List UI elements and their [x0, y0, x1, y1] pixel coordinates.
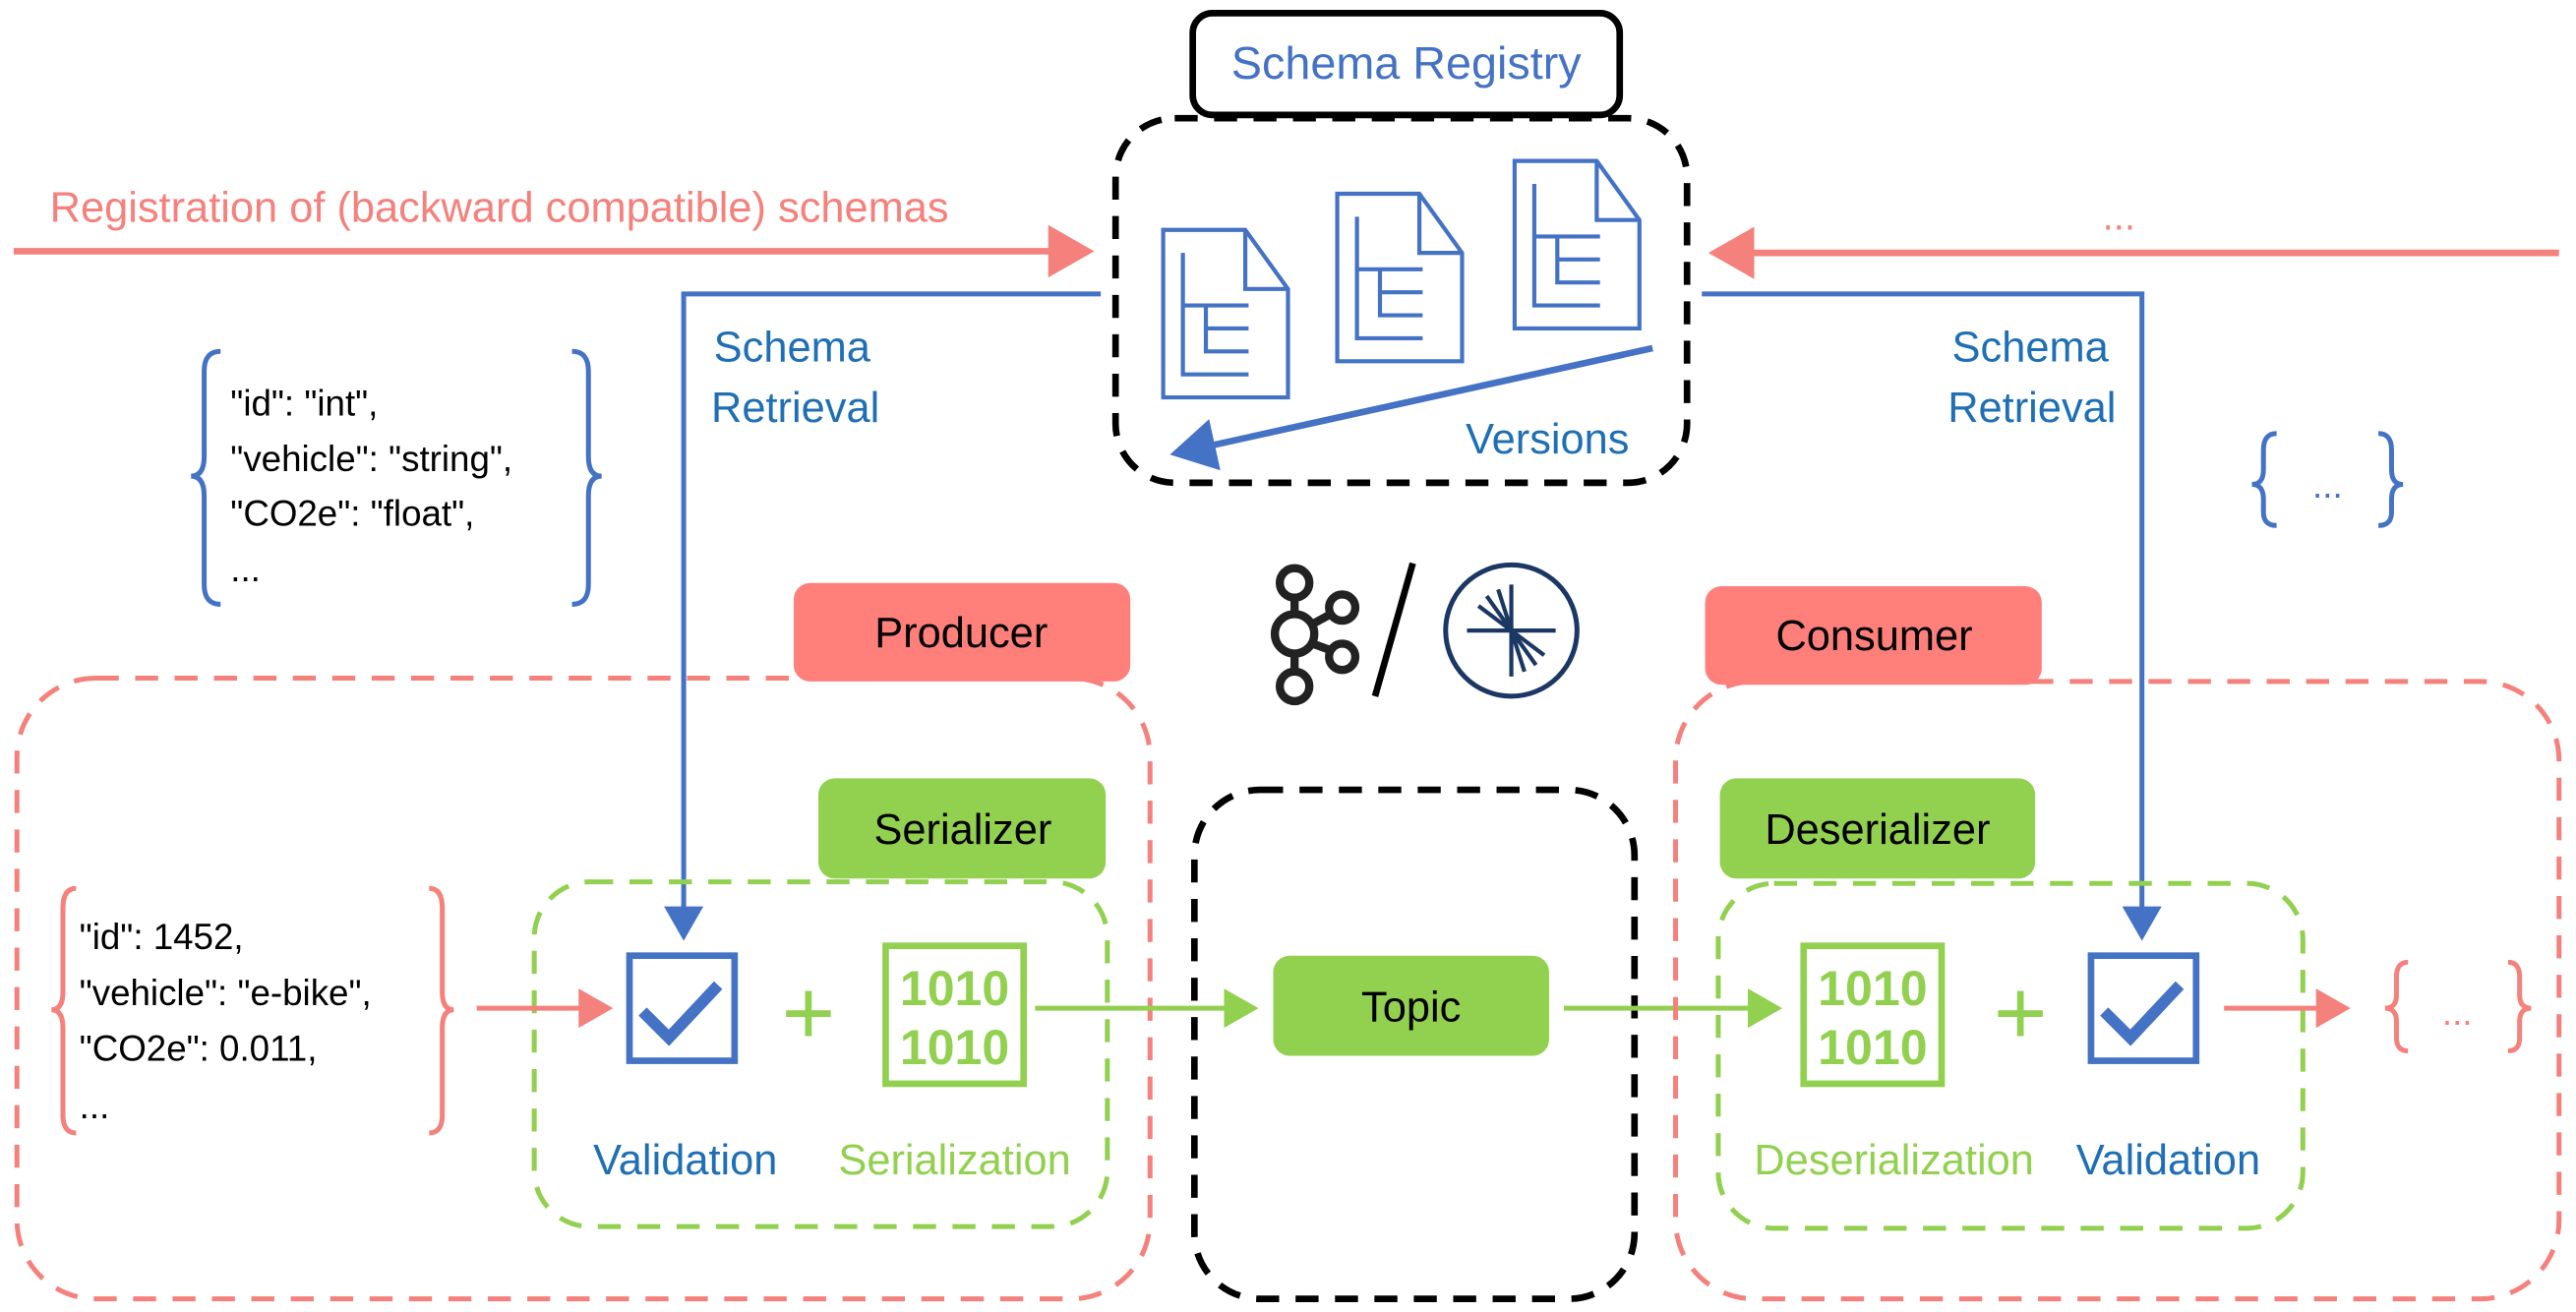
placeholder-brace-open	[2251, 431, 2277, 528]
schema-brace-open	[190, 348, 221, 607]
deserializer-container	[1715, 880, 2306, 1231]
confluent-logo-icon	[1443, 562, 1580, 699]
schema-definition: "id": "int", "vehicle": "string", "CO2e"…	[190, 348, 602, 607]
schema-registry-title: Schema Registry	[1231, 37, 1582, 89]
consumer-deserialization-label: Deserialization	[1754, 1137, 2034, 1184]
consumer-label-box	[1705, 586, 2042, 686]
schema-line: "id": "int",	[230, 383, 378, 423]
binary-icon: 1010 1010	[885, 946, 1023, 1084]
record-line: "CO2e": 0.011,	[80, 1029, 318, 1069]
producer-container	[14, 676, 1153, 1302]
producer-serialization-label: Serialization	[838, 1137, 1070, 1184]
schema-retrieval-label-left-2: Retrieval	[711, 385, 879, 432]
output-ellipsis: ...	[2442, 992, 2473, 1033]
output-brace-open	[2384, 959, 2409, 1054]
placeholder-brace-close	[2377, 431, 2404, 528]
placeholder-ellipsis: ...	[2312, 465, 2343, 506]
record-brace-close	[429, 885, 454, 1136]
binary-line: 1010	[900, 961, 1009, 1016]
schema-line: ...	[230, 549, 261, 589]
output-brace-close	[2507, 959, 2532, 1054]
record-brace-open	[51, 885, 77, 1136]
versions-label: Versions	[1466, 416, 1629, 463]
consumer: Consumer Deserializer 1010 1010 + Deseri…	[1673, 586, 2562, 1302]
producer-plus: +	[782, 961, 836, 1064]
record-line: "id": 1452,	[80, 917, 244, 957]
topic-container	[1190, 786, 1639, 1302]
consumer-container	[1673, 679, 2562, 1302]
binary-line: 1010	[1818, 961, 1927, 1016]
validation-check-icon	[2091, 956, 2196, 1061]
schema-line: "CO2e": "float",	[230, 493, 474, 533]
schema-registry-title-box	[1189, 10, 1624, 119]
producer: Producer Serializer "id": 1452, "vehicle…	[14, 582, 1259, 1302]
binary-line: 1010	[1818, 1020, 1927, 1075]
schema-line: "vehicle": "string",	[230, 439, 512, 479]
registration-label: Registration of (backward compatible) sc…	[50, 184, 949, 231]
record-line: ...	[80, 1086, 110, 1126]
binary-icon: 1010 1010	[1804, 946, 1942, 1084]
schema-placeholder: ...	[2251, 431, 2404, 528]
logo-separator	[1371, 562, 1416, 697]
consumer-label: Consumer	[1775, 613, 1972, 660]
consumer-validation-label: Validation	[2076, 1137, 2260, 1184]
producer-validation-label: Validation	[593, 1137, 777, 1184]
topic-label-box	[1273, 955, 1549, 1056]
topic-label: Topic	[1361, 984, 1461, 1031]
binary-line: 1010	[900, 1020, 1009, 1075]
versions-arrow	[1169, 344, 1653, 471]
serializer-label-box	[817, 778, 1107, 879]
consumer-plus: +	[1994, 961, 2048, 1064]
schema-document-icon	[1512, 158, 1642, 331]
schema-retrieval-arrow-consumer	[1702, 291, 2162, 941]
schema-registry: Schema Registry Versions	[1111, 10, 1691, 487]
topic: Topic	[1190, 786, 1783, 1302]
schema-brace-close	[571, 348, 602, 607]
validation-check-icon	[629, 956, 735, 1061]
schema-document-icon	[1161, 227, 1290, 400]
schema-retrieval-label-right-2: Retrieval	[1947, 385, 2116, 432]
schema-retrieval-arrow-producer	[664, 291, 1102, 941]
deserializer-label: Deserializer	[1765, 806, 1990, 854]
producer-label: Producer	[874, 610, 1048, 657]
registration-ellipsis: ...	[2103, 196, 2135, 239]
kafka-logo-icon	[1270, 564, 1360, 706]
producer-label-box	[793, 582, 1131, 682]
record-line: "vehicle": "e-bike",	[80, 973, 372, 1013]
schema-registry-container	[1111, 114, 1691, 487]
deserializer-label-box	[1719, 778, 2036, 879]
serializer-label: Serializer	[873, 806, 1051, 854]
schema-document-icon	[1335, 191, 1465, 364]
schema-retrieval-label-left-1: Schema	[714, 324, 871, 371]
schema-retrieval-label-right-1: Schema	[1952, 324, 2110, 371]
